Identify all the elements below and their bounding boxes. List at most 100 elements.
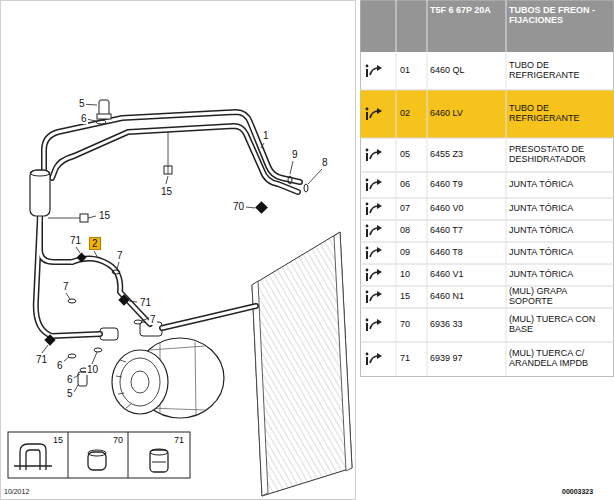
table-cell: 06 xyxy=(400,172,426,198)
leader-line xyxy=(141,318,149,321)
callout-number: 1 xyxy=(262,130,270,141)
legend-box xyxy=(14,444,52,470)
parts-table xyxy=(360,0,614,377)
table-cell: 05 xyxy=(400,138,426,172)
table-cell: 6460 V0 xyxy=(430,198,504,220)
diagram-frame xyxy=(1,1,356,500)
pipe-outer xyxy=(36,214,100,336)
table-cell: (MUL) GRAPA SOPORTE xyxy=(509,286,611,308)
leader-line xyxy=(92,352,97,364)
leader-line xyxy=(42,345,48,353)
legend-number: 70 xyxy=(113,436,123,446)
table-cell: 10 xyxy=(400,264,426,286)
nut-marker xyxy=(255,201,268,214)
callout-number: 6 xyxy=(56,360,64,371)
table-cell: 6460 V1 xyxy=(430,264,504,286)
table-cell: TUBO DE REFRIGERANTE xyxy=(509,52,611,90)
parts-table xyxy=(366,203,382,215)
nut-marker xyxy=(77,253,87,263)
pipe-inner xyxy=(52,126,298,192)
parts-table xyxy=(361,1,614,53)
nut-marker xyxy=(44,201,268,346)
table-cell: 08 xyxy=(400,220,426,242)
parts-table xyxy=(360,90,614,342)
callout-number: 9 xyxy=(291,149,299,160)
parts-table xyxy=(366,149,382,161)
table-cell: TUBO DE REFRIGERANTE xyxy=(509,90,611,138)
o-ring xyxy=(68,299,76,303)
parts-table xyxy=(366,291,382,303)
condenser xyxy=(334,232,352,471)
pipe-outer xyxy=(162,306,256,328)
table-cell: 6460 T7 xyxy=(430,220,504,242)
table-cell: 70 xyxy=(400,308,426,342)
legend-box xyxy=(150,449,168,455)
date-stamp: 10/2012 xyxy=(4,488,29,496)
legend-box xyxy=(150,450,168,472)
table-cell: (MUL) TUERCA C/ ARANDELA IMPDB xyxy=(509,342,611,376)
o-ring xyxy=(134,320,142,324)
table-cell: JUNTA TÓRICA xyxy=(509,172,611,198)
table-header: T5F 6 67P 20A xyxy=(430,6,504,16)
callout-number: 7 xyxy=(62,281,70,292)
o-ring xyxy=(68,354,76,358)
o-ring xyxy=(68,120,308,372)
pipe-outer xyxy=(52,126,298,192)
leader-line xyxy=(94,251,98,258)
diagram-frame xyxy=(1,1,356,500)
parts-table xyxy=(366,225,382,237)
parts-table xyxy=(396,0,506,376)
leader-line xyxy=(129,301,137,302)
table-cell: 01 xyxy=(400,52,426,90)
parts-table xyxy=(361,1,614,377)
parts-table xyxy=(361,90,614,138)
pipe-inner xyxy=(36,214,100,336)
leader-line xyxy=(42,104,322,392)
o-ring xyxy=(288,176,292,184)
o-ring xyxy=(112,270,120,274)
callout-number: 10 xyxy=(86,364,99,375)
parts-table xyxy=(366,247,382,259)
legend-box xyxy=(68,432,69,478)
pipe-outer xyxy=(36,112,300,336)
parts-table xyxy=(366,269,382,281)
leader-line xyxy=(308,169,322,184)
leader-line xyxy=(261,143,264,148)
nut-marker xyxy=(44,334,55,345)
parts-table xyxy=(366,108,382,120)
leader-line xyxy=(74,374,80,378)
compressor xyxy=(131,371,149,393)
legend-box xyxy=(88,450,106,456)
parts-table xyxy=(366,179,382,191)
leader-line xyxy=(166,176,168,184)
pipe-inner xyxy=(40,214,72,262)
table-cell: 6936 33 xyxy=(430,308,504,342)
table-cell: 6455 Z3 xyxy=(430,138,504,172)
leader-line xyxy=(48,218,80,219)
table-cell: PRESOSTATO DE DESHIDRATADOR xyxy=(509,138,611,172)
compressor xyxy=(120,358,160,406)
condenser xyxy=(252,232,352,496)
table-cell: 07 xyxy=(400,198,426,220)
o-ring xyxy=(96,120,106,124)
compressor xyxy=(116,360,131,408)
table-cell: 6460 LV xyxy=(430,90,504,138)
leader-line xyxy=(63,357,69,362)
condenser xyxy=(252,232,352,496)
table-cell: JUNTA TÓRICA xyxy=(509,220,611,242)
parts-table xyxy=(366,319,382,331)
nut-marker xyxy=(118,294,129,305)
dehydrator xyxy=(30,170,50,216)
table-cell: 6939 97 xyxy=(430,342,504,376)
o-ring xyxy=(304,184,308,192)
pipe-inner xyxy=(162,306,256,328)
legend-box xyxy=(8,432,190,478)
compressor xyxy=(100,322,224,418)
table-cell: JUNTA TÓRICA xyxy=(509,264,611,286)
table-cell: JUNTA TÓRICA xyxy=(509,242,611,264)
pipe-inner xyxy=(72,258,150,324)
legend-number: 71 xyxy=(174,436,184,446)
callout-number: 15 xyxy=(160,186,173,197)
